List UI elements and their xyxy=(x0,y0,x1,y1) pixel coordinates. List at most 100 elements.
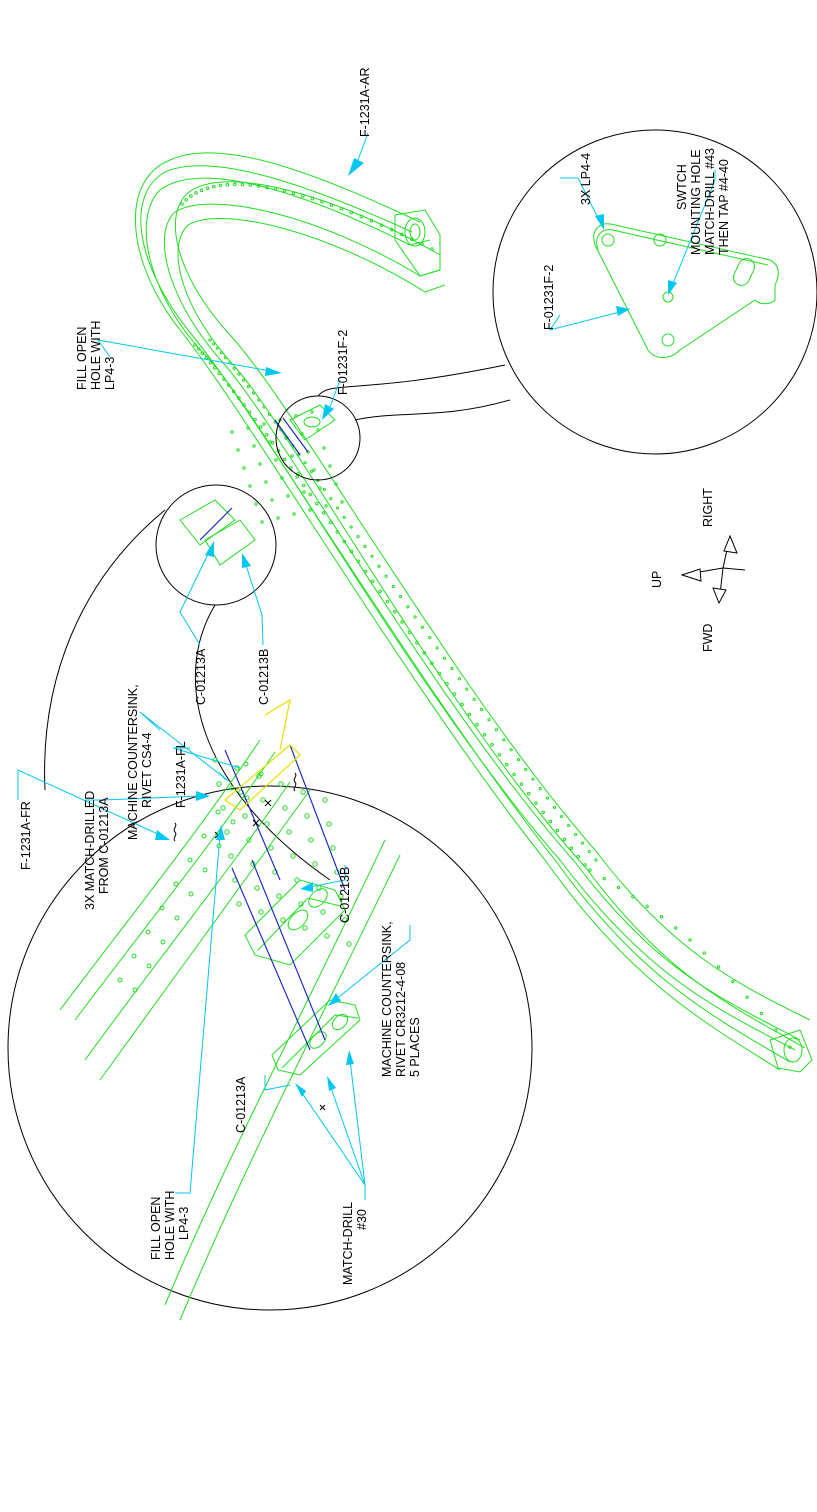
hole-mark xyxy=(616,885,621,890)
hole-mark xyxy=(428,635,432,640)
hole-mark xyxy=(580,841,585,845)
hole-mark xyxy=(326,821,332,827)
hole-mark xyxy=(400,620,404,624)
hole-mark xyxy=(308,837,314,843)
hole-mark xyxy=(324,933,330,939)
label-match-drill-2: #30 xyxy=(355,1209,369,1230)
hole-mark xyxy=(258,425,263,429)
hole-mark xyxy=(346,941,352,947)
hole-mark xyxy=(248,183,253,187)
label-3x-match-1: 3X MATCH-DRILLED xyxy=(83,791,97,910)
hole-mark xyxy=(531,777,535,781)
label-switch-1: SWTCH xyxy=(675,164,689,210)
hole-mark xyxy=(502,738,506,742)
hole-mark xyxy=(282,189,287,193)
hole-mark xyxy=(430,661,434,666)
hole-mark xyxy=(278,418,282,422)
hole-mark xyxy=(256,184,261,188)
hole-mark xyxy=(242,466,246,470)
hole-mark xyxy=(422,651,427,655)
hole-mark xyxy=(243,761,249,767)
hole-mark xyxy=(559,814,564,819)
hole-mark xyxy=(391,584,395,588)
hole-mark xyxy=(378,589,382,594)
hole-mark xyxy=(482,732,487,737)
hole-mark xyxy=(490,743,494,747)
hole-mark xyxy=(146,963,152,969)
hole-mark xyxy=(131,953,137,959)
hole-mark xyxy=(338,893,344,899)
hole-mark xyxy=(415,640,419,645)
hole-mark xyxy=(180,202,184,206)
hole-mark xyxy=(321,511,326,515)
hole-mark xyxy=(555,828,560,833)
hole-mark xyxy=(262,422,266,426)
hole-mark xyxy=(282,457,287,462)
hole-mark xyxy=(247,410,252,414)
hole-mark xyxy=(254,502,258,506)
hole-mark xyxy=(573,832,578,837)
hole-mark xyxy=(220,805,226,811)
hole-mark xyxy=(265,185,269,190)
hole-mark xyxy=(219,351,223,355)
label-fill-open-top-3: LP4-3 xyxy=(103,357,117,390)
hole-mark xyxy=(159,905,165,911)
hole-mark xyxy=(174,915,180,921)
hole-mark xyxy=(516,758,521,762)
hole-mark xyxy=(413,615,417,619)
direction-axes xyxy=(680,534,746,605)
hole-mark xyxy=(334,482,338,486)
label-f1231a-fl: F-1231A-FL xyxy=(174,741,188,808)
hole-mark xyxy=(273,187,278,191)
hole-mark xyxy=(309,469,314,474)
hole-mark xyxy=(774,1028,778,1032)
hole-mark xyxy=(322,797,328,803)
hole-mark xyxy=(196,347,201,351)
hole-mark xyxy=(410,237,414,241)
hole-mark xyxy=(215,346,219,350)
hole-mark xyxy=(236,901,242,907)
hole-mark xyxy=(237,396,241,400)
hole-mark xyxy=(398,594,403,599)
hole-mark xyxy=(472,697,476,701)
hole-mark xyxy=(745,995,749,999)
hole-mark xyxy=(370,554,374,558)
hole-mark xyxy=(286,829,292,835)
hole-mark xyxy=(301,193,305,198)
hole-mark xyxy=(286,494,290,498)
hole-mark xyxy=(645,904,649,909)
hole-mark xyxy=(232,366,236,370)
hole-mark xyxy=(497,752,502,757)
hole-mark xyxy=(276,516,280,520)
hole-mark xyxy=(264,821,270,827)
hole-mark xyxy=(202,867,208,873)
hole-mark xyxy=(213,366,217,370)
hole-mark xyxy=(759,1011,764,1016)
hole-mark xyxy=(467,712,472,717)
hole-mark xyxy=(304,813,310,819)
hole-mark xyxy=(487,718,491,722)
hole-mark xyxy=(301,483,306,488)
hole-mark xyxy=(226,383,231,387)
hole-mark xyxy=(257,398,261,402)
hole-mark xyxy=(303,461,307,465)
hole-mark xyxy=(342,539,347,544)
label-f01231f2-top: F-01231F-2 xyxy=(336,330,350,395)
hole-mark xyxy=(315,501,319,506)
label-up: UP xyxy=(650,571,664,588)
hole-mark xyxy=(587,850,591,854)
hole-mark xyxy=(524,767,528,771)
label-3x-match-2: FROM C-01213A xyxy=(97,797,111,894)
hole-mark xyxy=(270,498,274,502)
label-fill-open-top-2: HOLE WITH xyxy=(89,321,103,390)
hole-mark xyxy=(242,403,246,407)
hole-mark xyxy=(349,210,354,215)
hole-mark xyxy=(253,417,257,422)
hole-mark xyxy=(674,926,678,930)
hole-mark xyxy=(252,444,256,448)
hole-mark xyxy=(356,559,361,564)
hole-mark xyxy=(208,338,212,342)
hole-mark xyxy=(280,917,286,923)
hole-mark xyxy=(268,845,274,851)
hole-mark xyxy=(576,854,581,859)
